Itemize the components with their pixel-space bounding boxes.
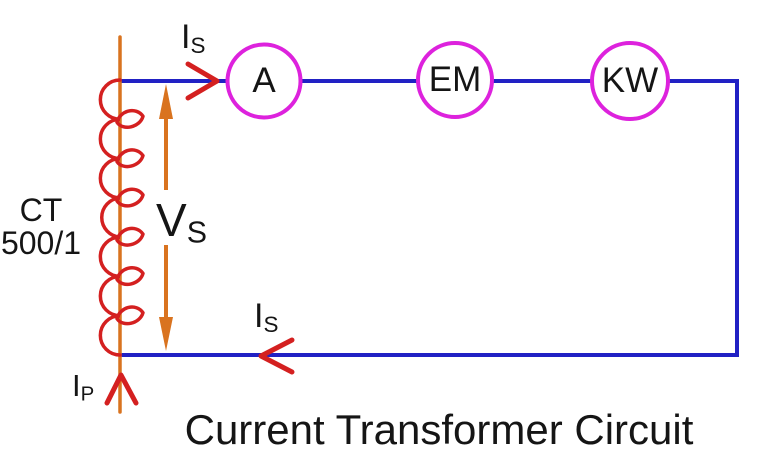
is-label-top: IS xyxy=(181,20,205,57)
diagram-title: Current Transformer Circuit xyxy=(184,406,694,453)
secondary-circuit-wire xyxy=(120,79,739,357)
ct-ratio-label: CT 500/1 xyxy=(0,194,82,260)
ct-secondary-coil-petals xyxy=(115,108,145,326)
ct-name: CT xyxy=(19,192,63,228)
is-label-bottom: IS xyxy=(254,299,278,336)
kilowatt-meter-label: KW xyxy=(601,61,659,100)
is-arrow-bottom xyxy=(258,337,295,375)
ip-sub: P xyxy=(80,382,95,406)
is-top-sub: S xyxy=(190,32,206,58)
is-bottom-base: I xyxy=(254,297,264,335)
ct-ratio-value: 500/1 xyxy=(0,225,82,261)
ct-secondary-coil-arcs xyxy=(98,78,122,357)
vs-arrow-up-head xyxy=(159,84,173,119)
ip-label: IP xyxy=(72,370,94,405)
ammeter-circle xyxy=(225,42,303,120)
vs-sub: S xyxy=(186,216,207,250)
vs-label: VS xyxy=(156,197,207,249)
kilowatt-meter-circle xyxy=(590,41,670,121)
vs-arrow-down-head xyxy=(159,317,173,351)
is-top-base: I xyxy=(181,18,191,56)
energy-meter-label: EM xyxy=(428,60,482,99)
is-arrow-top xyxy=(185,61,220,101)
ammeter-label: A xyxy=(252,61,276,100)
ip-arrow xyxy=(104,372,139,406)
is-bottom-sub: S xyxy=(263,311,279,337)
ip-base: I xyxy=(72,368,81,403)
energy-meter-circle xyxy=(416,41,494,119)
vs-base: V xyxy=(156,194,187,246)
